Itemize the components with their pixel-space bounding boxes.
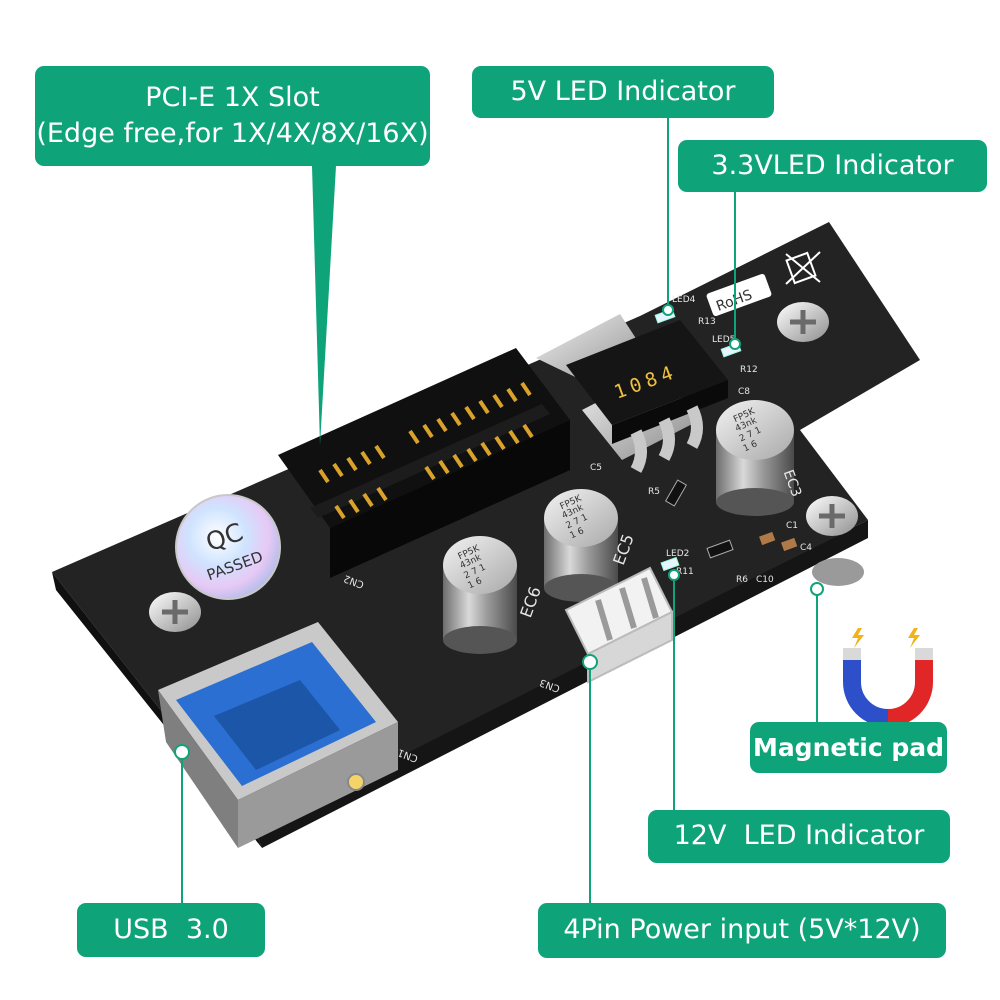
regulator-chip	[566, 320, 728, 473]
magnetic-pad-disc	[812, 558, 864, 586]
pcie-slot	[278, 348, 570, 578]
svg-text:R12: R12	[740, 365, 758, 375]
svg-text:LED2: LED2	[666, 549, 689, 559]
callout-pcie-subtitle: (Edge free,for 1X/4X/8X/16X)	[36, 118, 429, 149]
screw-icon	[777, 302, 829, 342]
callout-magnetic-pad: Magnetic pad	[750, 722, 947, 773]
magnet-icon	[843, 648, 933, 727]
capacitor-c1	[759, 531, 776, 546]
lightning-icon	[852, 628, 864, 648]
callout-5v-led: 5V LED Indicator	[472, 66, 774, 118]
leader-dots	[174, 304, 824, 760]
capacitor-c4	[781, 537, 798, 552]
led2-chip	[660, 556, 680, 572]
weee-bin-icon	[785, 251, 821, 285]
svg-text:R11: R11	[676, 567, 694, 577]
screw-icon	[806, 496, 858, 536]
resistor-r6	[706, 539, 734, 559]
callout-33v-led: 3.3VLED Indicator	[678, 140, 987, 192]
resistor-r5	[664, 479, 688, 507]
lightning-icon	[908, 628, 920, 648]
callout-12v-led: 12V LED Indicator	[648, 810, 950, 863]
svg-text:R5: R5	[648, 487, 660, 497]
svg-text:LED5: LED5	[712, 335, 735, 345]
svg-text:C10: C10	[756, 575, 774, 585]
svg-text:LED4: LED4	[672, 295, 696, 305]
callout-pcie-title: PCI-E 1X Slot	[145, 81, 320, 113]
screw-icon	[149, 592, 201, 632]
capacitor-ec5	[544, 489, 618, 602]
svg-text:C4: C4	[800, 543, 812, 553]
callout-power-input: 4Pin Power input (5V*12V)	[538, 903, 946, 958]
usb-port	[158, 622, 398, 848]
gold-pins	[318, 381, 534, 520]
qc-sticker: QC PASSED	[175, 494, 281, 600]
power-connector	[564, 566, 674, 684]
capacitor-ec6	[443, 536, 517, 654]
svg-text:C5: C5	[590, 463, 602, 473]
callout-pcie-slot: PCI-E 1X Slot (Edge free,for 1X/4X/8X/16…	[35, 66, 430, 166]
svg-text:R13: R13	[698, 317, 716, 327]
capacitor-ec3	[716, 400, 794, 516]
svg-text:C8: C8	[738, 387, 750, 397]
svg-text:R6: R6	[736, 575, 748, 585]
callout-usb: USB 3.0	[77, 903, 265, 957]
svg-text:C1: C1	[786, 521, 798, 531]
leader-lines	[181, 118, 818, 903]
